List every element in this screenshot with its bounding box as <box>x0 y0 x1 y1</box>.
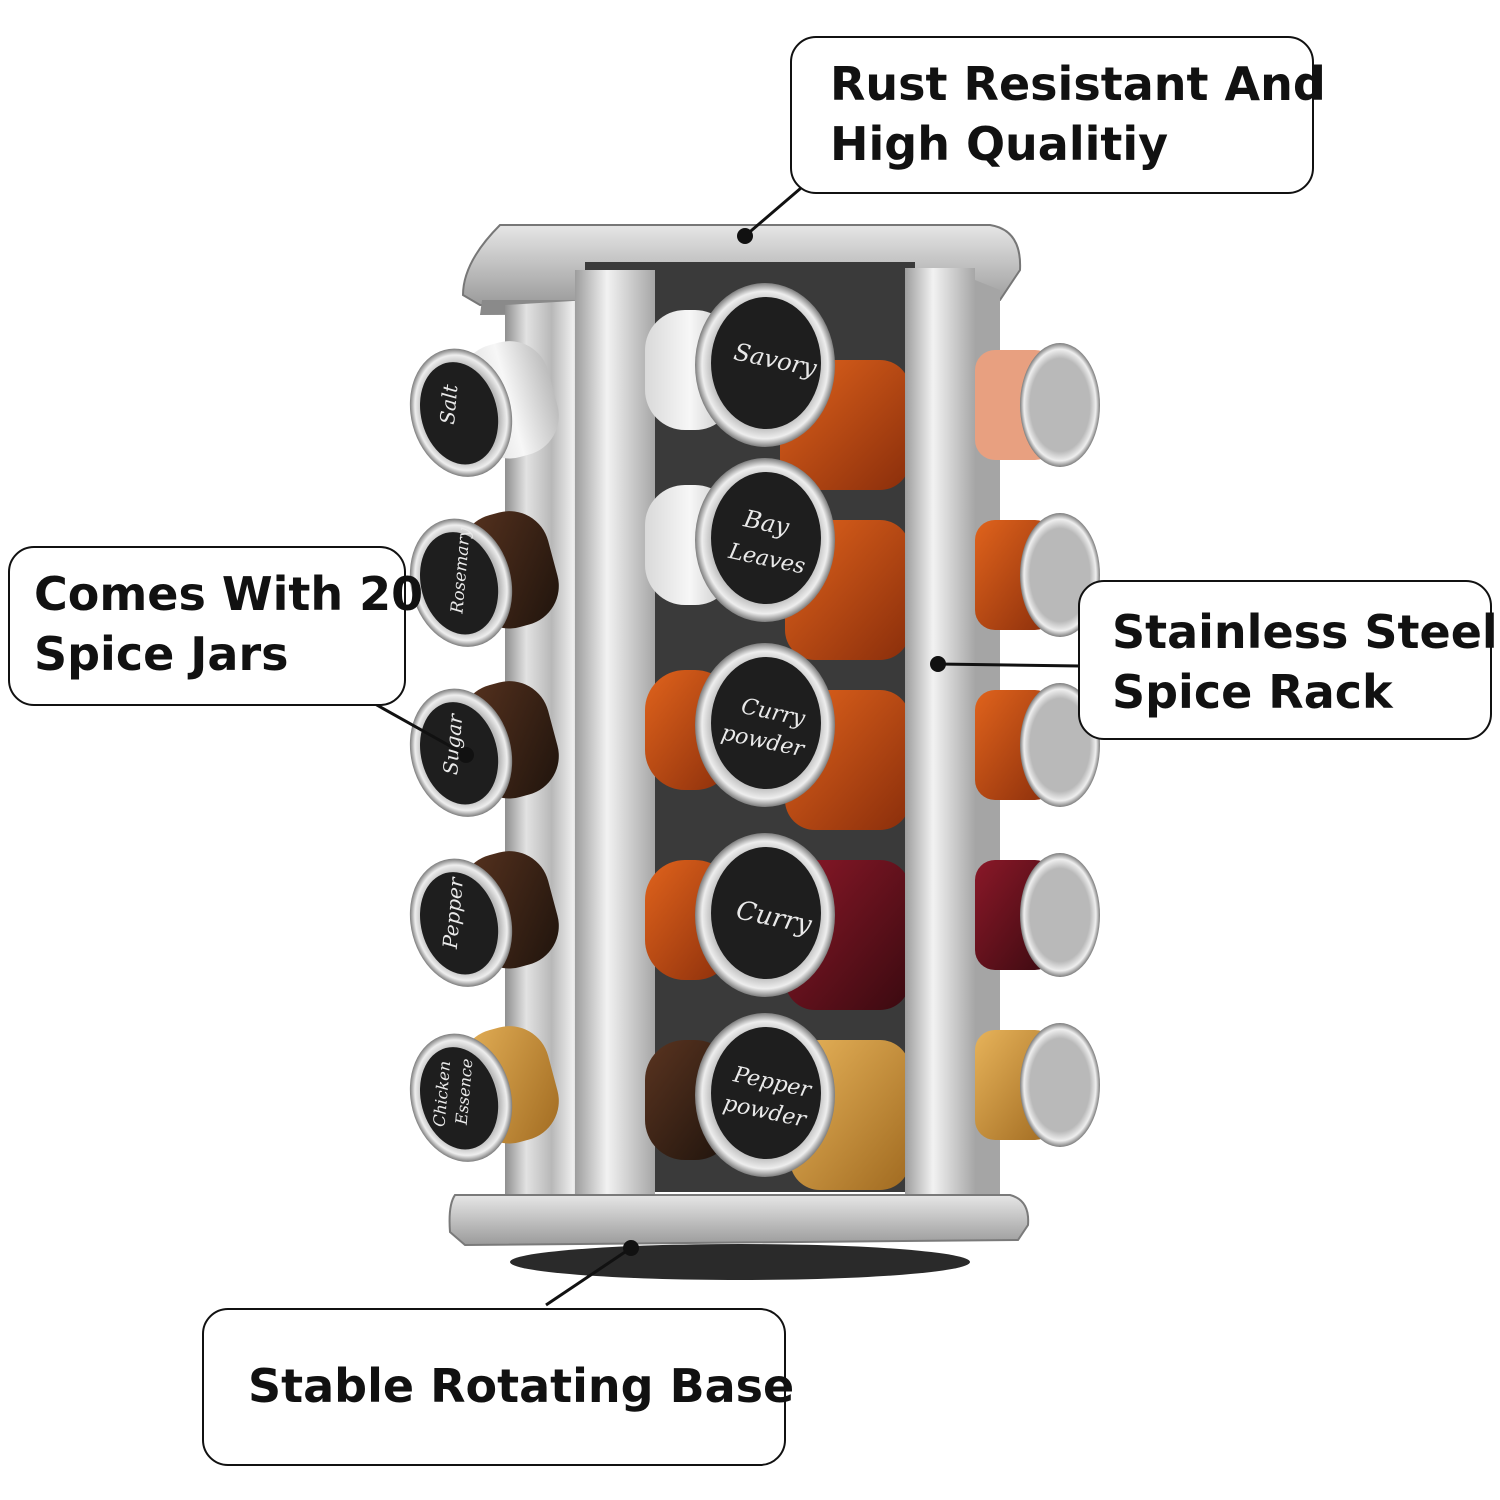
callout-spice-jars: Comes With 20 Spice Jars <box>8 546 424 706</box>
callout-jars-line2: Spice Jars <box>34 627 289 681</box>
leader-line-steel <box>937 662 1081 668</box>
callout-base-line1: Stable Rotating Base <box>248 1359 795 1413</box>
callout-rust-line2: High Qualitiy <box>830 117 1169 171</box>
leader-lines <box>374 180 1081 1307</box>
callout-jars-line1: Comes With 20 <box>34 567 424 621</box>
leader-dot-rust <box>737 228 753 244</box>
leader-line-rust <box>744 180 809 238</box>
callout-steel-line2: Spice Rack <box>1112 665 1393 719</box>
rack-post-left <box>575 270 655 1200</box>
leader-dot-base <box>623 1240 639 1256</box>
leader-dot-jars <box>458 747 474 763</box>
callout-rotating-base: Stable Rotating Base <box>202 1308 795 1466</box>
callout-steel-line1: Stainless Steel <box>1112 605 1498 659</box>
leader-dot-steel <box>930 656 946 672</box>
callout-rust-resistant: Rust Resistant And High Qualitiy <box>790 36 1326 194</box>
leader-line-jars <box>374 702 467 757</box>
rack-post-right <box>905 268 975 1198</box>
left-column-jars: Salt Rosemary Sugar Pepper Chicken Essen… <box>409 341 559 1162</box>
callout-stainless-steel: Stainless Steel Spice Rack <box>1078 580 1498 740</box>
callout-rust-line1: Rust Resistant And <box>830 57 1326 111</box>
rotating-base <box>448 1194 1030 1280</box>
leader-line-base <box>545 1246 632 1307</box>
jar-label-salt: Salt <box>435 382 462 425</box>
center-column-jars: Savory Bay Leaves Curry powder Curry Pep <box>645 283 835 1177</box>
